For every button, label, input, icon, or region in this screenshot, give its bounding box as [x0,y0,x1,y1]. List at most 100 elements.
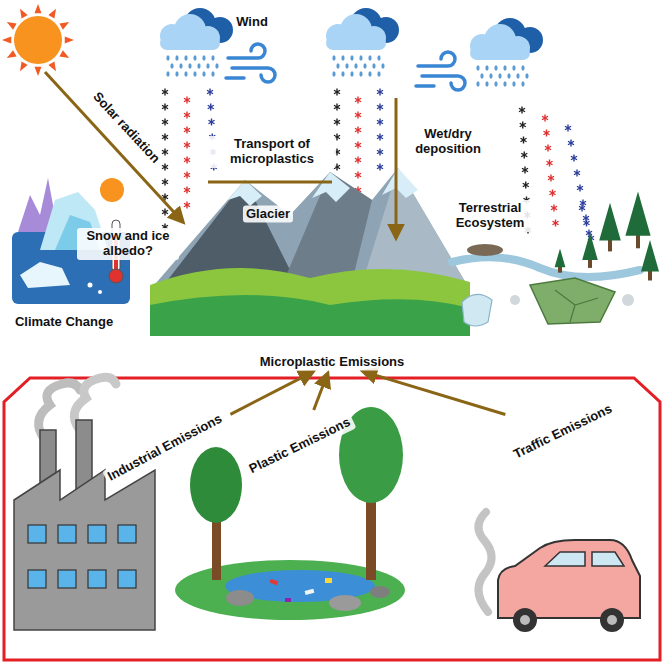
cloud-icon [345,63,348,69]
car-icon [520,615,530,625]
terrestrial-ecosystem-icon [588,259,592,268]
microplastic-particle [521,153,527,157]
microplastic-particle [580,201,586,205]
cloud-icon [326,36,386,50]
microplastic-particle [583,216,589,220]
microplastic-particle [548,176,554,180]
cloud-icon [525,73,528,79]
microplastic-particle [377,165,383,169]
sun-icon [7,22,17,30]
factory-icon [14,470,155,630]
node-text: Industrial Emissions [105,412,224,485]
microplastic-particle [184,203,190,207]
microplastic-particle [549,191,555,195]
sun-icon [59,50,69,58]
microplastic-particle [184,188,190,192]
factory-icon [58,570,76,588]
car-icon [478,512,491,612]
microplastic-particle [184,173,190,177]
plastic-litter-scene [190,447,242,523]
climate-change-icon [98,290,102,294]
microplastic-particle [377,90,383,94]
cloud-icon [476,81,479,87]
microplastic-particle [162,120,168,124]
cloud-icon [507,73,510,79]
sun-icon [65,36,74,43]
microplastic-particle [377,120,383,124]
wind-icon [416,84,434,88]
microplastic-particle [522,168,528,172]
label-text: Solar radiation [89,90,162,167]
microplastic-particle [552,221,558,225]
microplastic-particle [377,150,383,154]
terrestrial-ecosystem-icon [622,294,634,306]
cloud-icon [377,55,380,61]
cloud-icon [160,8,543,87]
microplastic-particle [184,98,190,102]
emission-arrow [314,373,328,410]
microplastic-particle [162,210,168,214]
node-text: Plastic Emissions [247,415,353,477]
microplastic-particle [577,186,583,190]
terrestrial-ecosystem-icon [636,234,640,249]
plastic-litter-scene [285,598,291,602]
cloud-icon [489,73,492,79]
albedo-label: Snow and ice albedo? [77,228,179,260]
cloud-icon [512,65,515,71]
wind-label: Wind [233,14,271,31]
cloud-icon [516,73,519,79]
node-text: Microplastic Emissions [260,355,405,370]
cloud-icon [184,55,187,61]
microplastic-particle [184,113,190,117]
climate-change-icon [109,269,123,283]
plastic-litter-scene [329,595,361,611]
factory-icon [58,525,76,543]
plastic-litter-scene [226,590,254,606]
car-icon [592,552,624,566]
microplastic-particle [184,158,190,162]
microplastic-particle [334,120,340,124]
cloud-icon [188,63,191,69]
microplastic-particle [355,173,361,177]
cloud-icon [206,63,209,69]
cloud-icon [485,65,488,71]
microplastic-particle [565,126,571,130]
terrestrial-ecosystem-icon [648,270,652,281]
microplastic-particle [580,201,586,205]
emission-source-label: Plastic Emissions [244,413,356,479]
transport-line [208,182,332,183]
glacier-mountain [382,168,418,198]
microplastic-particle [208,120,214,124]
factory-icon [88,570,106,588]
cloud-icon [372,63,375,69]
cloud-icon [359,55,362,61]
microplastic-particle [355,128,361,132]
label-text: Transport of microplastics [211,137,333,167]
cloud-icon [202,71,205,77]
cloud-icon [498,73,501,79]
microplastic-particle [162,135,168,139]
factory-icon [118,570,136,588]
terrestrial-ecosystem-icon [641,240,659,272]
microplastic-particle [355,158,361,162]
microplastic-particle [377,105,383,109]
car-icon [478,512,640,632]
microplastic-particle [568,141,574,145]
cloud-icon [197,63,200,69]
sun-icon [2,36,11,43]
terrestrial-ecosystem-icon [599,203,621,241]
wind-icon [226,76,244,80]
microplastic-particle [162,90,168,94]
microplastic-particle [546,161,552,165]
microplastic-particle [184,143,190,147]
microplastic-particle [334,90,340,94]
car-icon [513,608,537,632]
microplastic-particle [579,206,585,210]
cloud-icon [354,63,357,69]
transport-line [208,181,332,184]
microplastic-particle [523,183,529,187]
cloud-icon [480,73,483,79]
cloud-icon [336,63,339,69]
glacier-mountain [150,295,470,336]
node-text: Traffic Emissions [511,402,614,463]
